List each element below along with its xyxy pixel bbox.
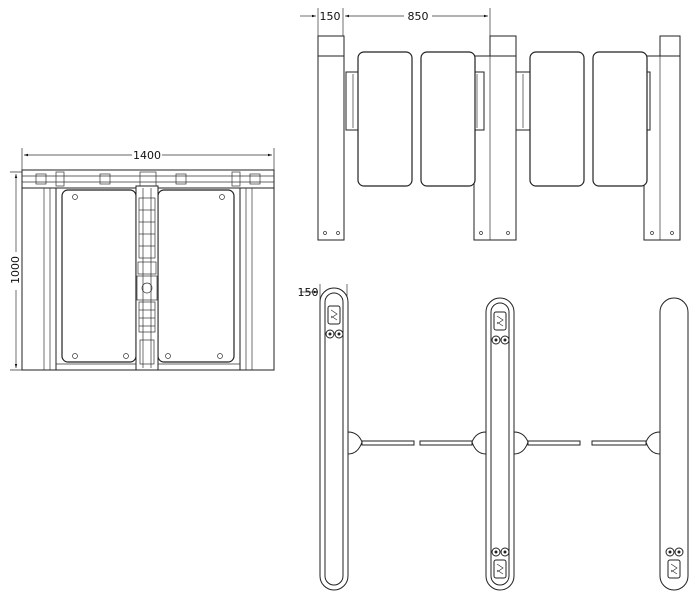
front-height-dimension: 1000: [9, 171, 28, 371]
side-edge-label: 150: [320, 10, 341, 23]
front-width-label: 1400: [133, 149, 161, 162]
top-view: 150: [298, 284, 689, 591]
left-post: [21, 187, 57, 371]
arrow-icon: [493, 559, 507, 579]
front-left-glass-wing: [61, 189, 137, 363]
front-width-dimension: 1400: [21, 148, 275, 170]
side-view: 150 850: [300, 8, 681, 241]
top-width-label: 150: [298, 286, 319, 299]
side-dimensions: 150 850: [300, 8, 491, 36]
indicator-lights-icon: [491, 547, 510, 557]
top-cabinet-2: [419, 297, 581, 591]
front-right-glass-wing: [157, 189, 235, 363]
indicator-lights-icon: [665, 547, 684, 557]
right-post: [239, 187, 275, 371]
front-view: 1400 1000: [9, 148, 275, 371]
side-glass-wing-1: [357, 51, 413, 187]
front-height-label: 1000: [9, 256, 22, 284]
side-glass-wing-4: [592, 51, 648, 187]
side-glass-wing-3: [529, 51, 585, 187]
central-drive-mechanism: [135, 185, 159, 371]
indicator-lights-icon: [491, 335, 510, 345]
arrow-icon: [327, 305, 341, 325]
beam-brackets: [35, 171, 261, 187]
top-beam: [21, 169, 275, 189]
arrow-icon: [667, 559, 681, 579]
indicator-lights-icon: [325, 329, 344, 339]
arrow-icon: [493, 311, 507, 331]
side-span-label: 850: [408, 10, 429, 23]
side-cabinet-2: [469, 35, 531, 241]
side-cabinet-1: [317, 35, 361, 241]
top-cabinet-1: [319, 287, 415, 591]
top-cabinet-3: [591, 297, 689, 591]
side-glass-wing-2: [420, 51, 476, 187]
